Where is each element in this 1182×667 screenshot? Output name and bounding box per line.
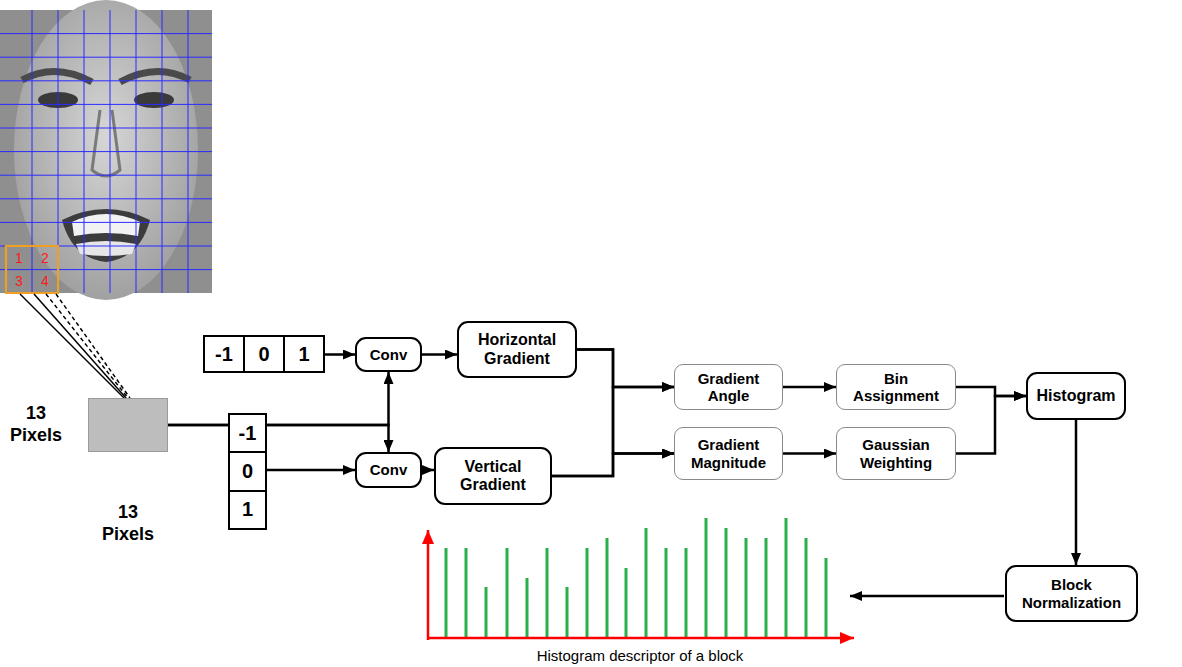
process-box: Conv xyxy=(355,337,422,372)
zoom-line xyxy=(34,294,126,398)
box-label: Gradient Magnitude xyxy=(681,436,776,471)
kernel-value: 1 xyxy=(283,337,323,371)
process-box: Vertical Gradient xyxy=(434,447,552,505)
flow-arrow xyxy=(422,353,457,356)
process-box: Conv xyxy=(355,452,422,488)
box-label: Block Normalization xyxy=(1013,576,1130,611)
flow-arrow xyxy=(168,372,389,425)
box-label: Bin Assignment xyxy=(843,370,949,405)
flow-arrow xyxy=(956,387,1026,396)
process-box: Bin Assignment xyxy=(836,364,956,410)
y-axis xyxy=(427,530,430,640)
flow-arrow xyxy=(577,350,674,388)
kernel-value: -1 xyxy=(230,415,265,451)
cell-number: 4 xyxy=(41,273,49,289)
teeth xyxy=(72,214,140,236)
histogram-chart xyxy=(427,518,854,640)
kernel-value: 1 xyxy=(230,490,265,528)
flow-arrow xyxy=(552,454,674,477)
block-outline xyxy=(6,246,58,293)
zoom-line xyxy=(46,294,128,398)
kernel-value: -1 xyxy=(205,337,243,371)
flow-arrow xyxy=(422,469,434,472)
nose xyxy=(92,110,120,176)
box-label: Conv xyxy=(370,461,408,478)
cell-number: 2 xyxy=(41,250,49,266)
chart-caption: Histogram descriptor of a block xyxy=(537,647,744,664)
histogram-bars xyxy=(446,518,826,638)
box-label: Gradient Angle xyxy=(681,370,776,405)
output-arrow xyxy=(850,595,1004,598)
eye xyxy=(134,92,174,108)
flow-arrow xyxy=(1075,420,1078,565)
size-label: 13 Pixels xyxy=(1,403,71,446)
process-box: Gradient Angle xyxy=(674,364,783,410)
flow-arrow xyxy=(577,350,674,454)
process-box: Gaussian Weighting xyxy=(836,427,956,480)
box-label: Vertical Gradient xyxy=(442,458,544,495)
box-label: Conv xyxy=(370,346,408,363)
face-shape xyxy=(14,0,198,300)
kernel-box: -101 xyxy=(203,335,325,373)
process-box: Histogram xyxy=(1026,372,1126,420)
cell-number: 1 xyxy=(15,250,23,266)
process-box: Gradient Magnitude xyxy=(674,427,783,480)
flow-arrow xyxy=(168,425,389,452)
box-label: Horizontal Gradient xyxy=(465,331,569,368)
kernel-value: 0 xyxy=(243,337,283,371)
cell-number: 3 xyxy=(15,273,23,289)
flow-arrow xyxy=(783,452,836,455)
zoom-line xyxy=(20,294,124,398)
flow-arrow xyxy=(783,386,836,389)
x-axis xyxy=(427,637,854,640)
kernel-box: -101 xyxy=(228,413,267,530)
zoom-line xyxy=(56,294,130,398)
image-patch: 13 Pixels13 Pixels xyxy=(88,398,168,452)
flow-arrow xyxy=(325,353,355,356)
flow-arrow xyxy=(267,469,355,472)
process-box: Horizontal Gradient xyxy=(457,321,577,378)
flow-arrow xyxy=(956,396,1026,454)
box-label: Histogram xyxy=(1036,387,1115,405)
face-image xyxy=(0,0,212,300)
kernel-value: 0 xyxy=(230,451,265,489)
zoom-lines xyxy=(20,294,130,398)
teeth xyxy=(76,241,136,256)
size-label: 13 Pixels xyxy=(93,502,163,545)
process-box: Block Normalization xyxy=(1005,565,1138,622)
flow-arrow xyxy=(552,387,674,476)
box-label: Gaussian Weighting xyxy=(843,436,949,471)
cell-grid xyxy=(0,10,212,293)
mouth xyxy=(62,209,150,262)
